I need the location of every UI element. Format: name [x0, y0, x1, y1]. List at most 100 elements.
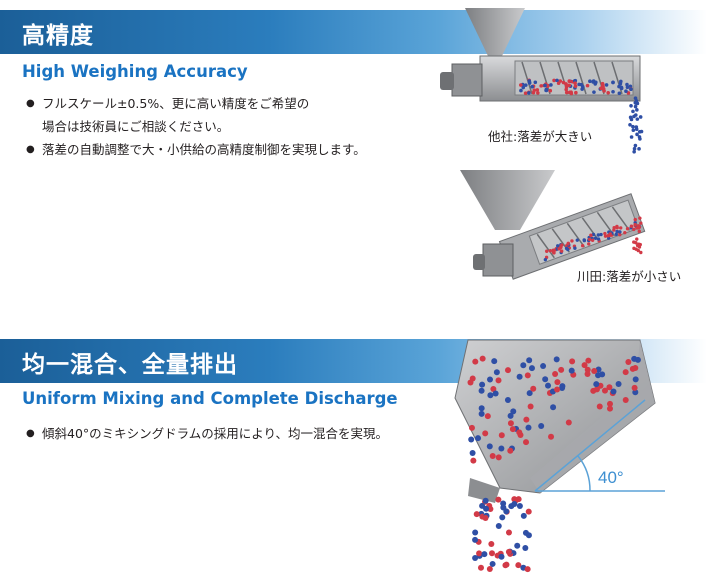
particle [498, 445, 505, 452]
particle [617, 91, 622, 96]
particle [610, 388, 617, 395]
particle [581, 362, 588, 369]
particle [638, 137, 642, 141]
particle [632, 149, 636, 154]
particle [525, 508, 532, 515]
particle [628, 115, 633, 120]
particle [622, 396, 629, 403]
particle [570, 239, 574, 243]
caption-other-company: 他社:落差が大きい [488, 129, 593, 144]
particle [468, 436, 475, 443]
particle [503, 508, 510, 515]
particle [577, 82, 581, 87]
particle [580, 87, 584, 91]
particle [608, 232, 612, 236]
particle [637, 226, 641, 230]
particle [604, 83, 609, 87]
particle [632, 146, 637, 151]
particle [622, 369, 629, 376]
particle [498, 432, 505, 439]
particle [567, 79, 572, 83]
particle [492, 390, 499, 397]
particle [532, 88, 537, 92]
particle [564, 246, 569, 251]
particle [631, 124, 635, 129]
particle [590, 238, 595, 242]
particle [477, 564, 484, 571]
particle [511, 500, 518, 507]
particle [599, 232, 603, 237]
particle [495, 496, 502, 503]
particle [504, 367, 511, 374]
particle [527, 403, 534, 410]
angle-label: 40° [598, 468, 624, 487]
particle [552, 251, 556, 255]
particle [593, 386, 600, 393]
particle [509, 426, 516, 433]
particle [521, 85, 526, 90]
particle [561, 80, 566, 85]
particle [611, 90, 615, 94]
particle [568, 367, 575, 374]
particle [631, 109, 635, 114]
particle [505, 548, 512, 555]
particle [574, 90, 578, 95]
particle [629, 103, 633, 108]
particle [482, 515, 489, 522]
particle [468, 424, 475, 431]
particle [634, 356, 641, 363]
particle [559, 384, 566, 391]
particle [584, 371, 591, 378]
particle [528, 365, 535, 372]
particle [540, 363, 547, 370]
particle [567, 90, 572, 95]
particle [478, 405, 485, 412]
particle [566, 242, 570, 246]
particle [633, 143, 638, 148]
particle [527, 81, 532, 85]
particle [556, 81, 561, 86]
particle [633, 217, 637, 222]
particle [628, 84, 633, 89]
particle [530, 385, 537, 392]
particle [575, 238, 579, 242]
particle [523, 83, 528, 87]
particle [472, 529, 479, 536]
particle [584, 366, 591, 373]
particle [490, 385, 497, 392]
particle [573, 246, 577, 250]
particle [488, 540, 495, 547]
particle [478, 387, 485, 394]
particle [594, 80, 598, 85]
particle [533, 80, 538, 85]
particle [596, 233, 601, 237]
particle [635, 237, 639, 241]
particle [592, 90, 596, 94]
particle [601, 387, 608, 394]
particle [611, 80, 615, 85]
particle [626, 91, 631, 95]
particle [555, 78, 559, 83]
particle [536, 91, 540, 95]
particle [599, 86, 603, 91]
particle [624, 89, 628, 94]
particle [518, 83, 523, 87]
particle [479, 355, 486, 362]
particle [469, 449, 476, 456]
particle [515, 562, 522, 569]
particle [625, 359, 632, 366]
particle [635, 132, 639, 137]
particle [548, 249, 553, 253]
particle [573, 84, 578, 88]
particle [606, 384, 613, 391]
particle [619, 226, 623, 230]
particle [499, 514, 506, 521]
particle [526, 390, 533, 397]
particle [523, 91, 528, 95]
particle [546, 83, 550, 88]
particle [495, 522, 502, 529]
particle [636, 248, 641, 253]
particle [520, 362, 527, 369]
particle [637, 245, 642, 249]
particle [637, 147, 641, 151]
